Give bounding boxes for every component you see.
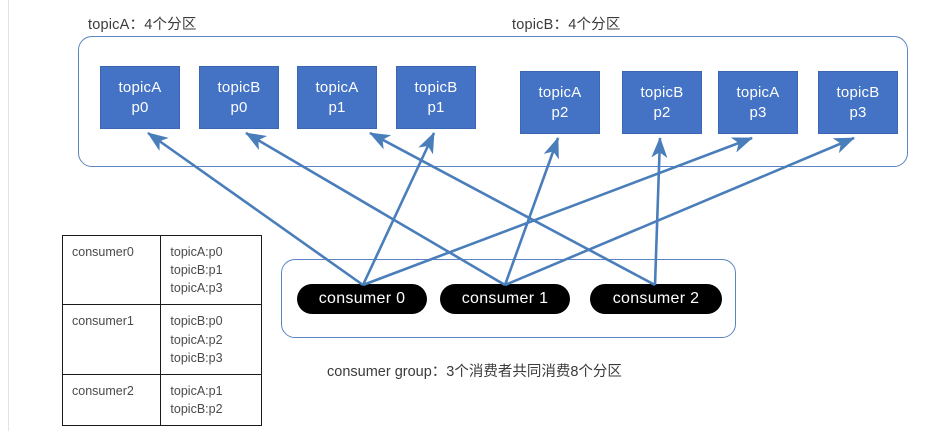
partition-topic-label: topicB bbox=[640, 83, 684, 101]
table-partition-entry: topicB:p0 bbox=[170, 314, 223, 329]
partition-index-label: p3 bbox=[849, 103, 867, 121]
topicB-caption: topicB：4个分区 bbox=[512, 17, 621, 33]
partition-topic-label: topicA bbox=[118, 78, 162, 96]
consumer-pill-2[interactable]: consumer 2 bbox=[590, 284, 722, 314]
consumer-pill-0[interactable]: consumer 0 bbox=[297, 284, 427, 314]
table-cell-consumer: consumer2 bbox=[61, 373, 162, 427]
consumer-pill-1[interactable]: consumer 1 bbox=[440, 284, 570, 314]
partition-topic-label: topicA bbox=[315, 78, 359, 96]
partition-index-label: p0 bbox=[230, 98, 248, 116]
table-partition-entry: topicB:p1 bbox=[170, 263, 223, 278]
partition-index-label: p0 bbox=[131, 98, 149, 116]
topicA-caption: topicA：4个分区 bbox=[88, 17, 197, 33]
table-partition-entry: topicA:p1 bbox=[170, 383, 223, 398]
table-row: consumer0 topicA:p0 topicB:p1 topicA:p3 bbox=[61, 234, 262, 306]
partition-index-label: p2 bbox=[653, 103, 671, 121]
partition-index-label: p2 bbox=[551, 103, 569, 121]
partition-box-topicB-p3[interactable]: topicB p3 bbox=[818, 71, 898, 134]
page-edge-rule bbox=[8, 0, 9, 431]
partition-topic-label: topicA bbox=[538, 83, 582, 101]
table-partition-entry: topicA:p0 bbox=[170, 245, 223, 259]
partition-index-label: p1 bbox=[328, 98, 346, 116]
partition-box-topicB-p1[interactable]: topicB p1 bbox=[396, 66, 476, 129]
table-row: consumer2 topicA:p1 topicB:p2 bbox=[61, 373, 262, 427]
table-partition-entry: topicA:p2 bbox=[170, 332, 223, 347]
partition-box-topicA-p3[interactable]: topicA p3 bbox=[718, 71, 798, 134]
table-row: consumer1 topicB:p0 topicA:p2 topicB:p3 bbox=[61, 304, 262, 375]
partition-index-label: p1 bbox=[427, 98, 445, 116]
table-cell-consumer: consumer0 bbox=[61, 234, 162, 306]
table-partition-entry: topicB:p3 bbox=[170, 350, 223, 365]
partition-topic-label: topicB bbox=[414, 78, 458, 96]
partition-index-label: p3 bbox=[749, 103, 767, 121]
partition-box-topicA-p0[interactable]: topicA p0 bbox=[100, 66, 180, 129]
table-cell-consumer: consumer1 bbox=[61, 304, 162, 375]
table-cell-partitions: topicA:p1 topicB:p2 bbox=[160, 373, 262, 427]
partition-topic-label: topicB bbox=[836, 83, 880, 101]
partition-box-topicB-p0[interactable]: topicB p0 bbox=[199, 66, 279, 129]
table-partition-entry: topicB:p2 bbox=[170, 401, 223, 416]
partition-box-topicB-p2[interactable]: topicB p2 bbox=[622, 71, 702, 134]
partition-box-topicA-p1[interactable]: topicA p1 bbox=[297, 66, 377, 129]
partition-topic-label: topicA bbox=[736, 83, 780, 101]
partition-box-topicA-p2[interactable]: topicA p2 bbox=[520, 71, 600, 134]
table-partition-entry: topicA:p3 bbox=[170, 281, 223, 296]
table-cell-partitions: topicA:p0 topicB:p1 topicA:p3 bbox=[160, 234, 262, 306]
partition-topic-label: topicB bbox=[217, 78, 261, 96]
consumer-group-caption: consumer group：3个消费者共同消费8个分区 bbox=[327, 364, 622, 380]
table-cell-partitions: topicB:p0 topicA:p2 topicB:p3 bbox=[160, 304, 262, 375]
